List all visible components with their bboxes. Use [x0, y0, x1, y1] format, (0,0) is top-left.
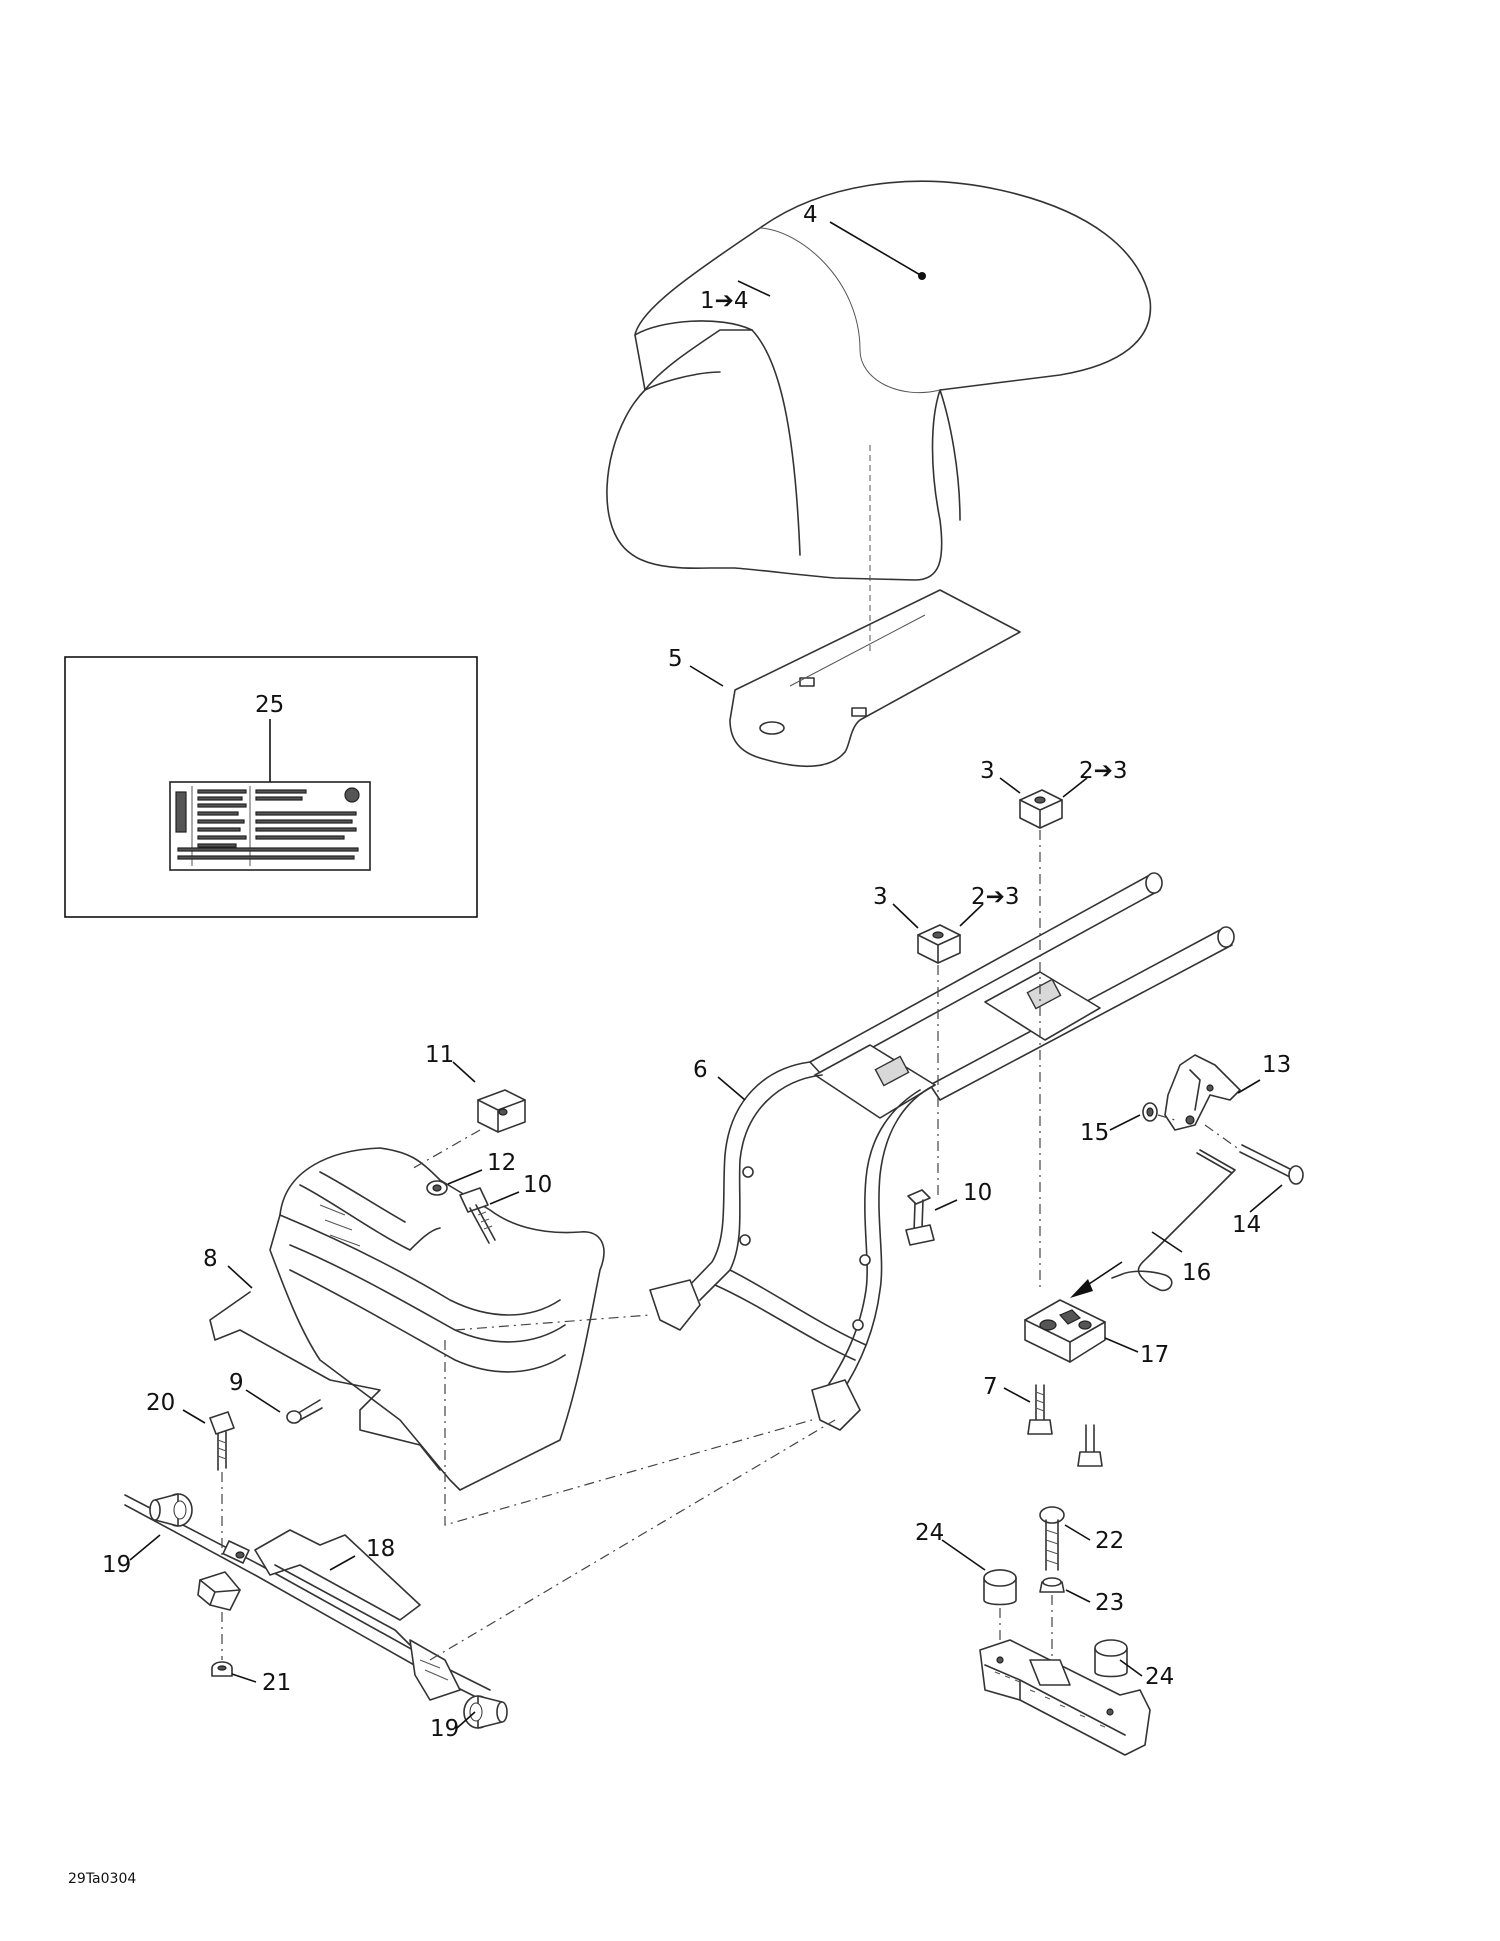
bushing-part-19-left[interactable]: [149, 1493, 193, 1527]
bolt-part-20[interactable]: [209, 1411, 235, 1471]
callout-23: 23: [1095, 1590, 1124, 1616]
callout-20: 20: [146, 1390, 175, 1416]
mount-bracket[interactable]: [197, 1571, 241, 1611]
clip-nut-part-3-top[interactable]: [1019, 789, 1063, 829]
callout-5: 5: [668, 646, 683, 672]
bumper-guide: [409, 1129, 481, 1171]
latch-rod-part-16[interactable]: [1111, 1149, 1236, 1292]
callout-14: 14: [1232, 1212, 1261, 1238]
cowl-to-frame-guide-lower: [444, 1340, 813, 1526]
cowl-to-frame-guide-upper: [454, 1314, 651, 1331]
nut-part-21[interactable]: [211, 1661, 233, 1677]
rubber-bumper-part-11[interactable]: [477, 1089, 526, 1133]
rear-cowl-part-8[interactable]: [209, 1147, 605, 1491]
callout-15: 15: [1080, 1120, 1109, 1146]
bumper-support-bracket[interactable]: [979, 1639, 1151, 1756]
arrow-to-part-17: [1070, 1261, 1123, 1298]
cowl-hatch-detail: [319, 1204, 361, 1247]
callout-19-right: 19: [430, 1716, 459, 1742]
screw-part-7-b[interactable]: [1077, 1424, 1103, 1467]
callout-9: 9: [229, 1370, 244, 1396]
washer-part-12[interactable]: [426, 1180, 448, 1196]
decal-label-part-25[interactable]: [169, 781, 371, 871]
washer-part-15[interactable]: [1142, 1102, 1158, 1122]
screw-part-9[interactable]: [286, 1399, 323, 1424]
callout-10-left: 10: [523, 1172, 552, 1198]
callout-8: 8: [203, 1246, 218, 1272]
bolt-part-14[interactable]: [1239, 1144, 1304, 1185]
callout-10-right: 10: [963, 1180, 992, 1206]
callout-2-to-3-top: 2➔3: [1079, 758, 1128, 784]
screw-part-7-a[interactable]: [1027, 1384, 1053, 1435]
seat-frame-part-6[interactable]: [649, 872, 1235, 1431]
callout-17: 17: [1140, 1342, 1169, 1368]
callout-3-top: 3: [980, 758, 995, 784]
rear-support-part-18[interactable]: [124, 1494, 491, 1701]
rubber-stop-part-24-left[interactable]: [983, 1569, 1017, 1606]
callout-18: 18: [366, 1536, 395, 1562]
callout-24-right: 24: [1145, 1664, 1174, 1690]
callout-25: 25: [255, 692, 284, 718]
clip-nut-part-3-middle[interactable]: [917, 924, 961, 964]
callout-6: 6: [693, 1057, 708, 1083]
seat-part-4[interactable]: [606, 180, 1152, 581]
seat-base-plate-part-5[interactable]: [729, 589, 1021, 768]
nut-part-23[interactable]: [1039, 1577, 1065, 1593]
bolt-14-guide: [1204, 1124, 1241, 1151]
callout-22: 22: [1095, 1528, 1124, 1554]
callout-leaders: [129, 221, 1283, 1729]
latch-plate-part-17[interactable]: [1024, 1299, 1106, 1363]
callout-11: 11: [425, 1042, 454, 1068]
callout-3-middle: 3: [873, 884, 888, 910]
drawing-code: 29Ta0304: [68, 1871, 136, 1887]
label-inset-box: [64, 656, 478, 918]
callout-16: 16: [1182, 1260, 1211, 1286]
screw-part-10-right[interactable]: [905, 1189, 935, 1246]
bushing-part-19-right[interactable]: [463, 1695, 508, 1729]
rubber-stop-part-24-right[interactable]: [1094, 1639, 1128, 1678]
callout-4: 4: [803, 202, 818, 228]
callout-1-to-4: 1➔4: [700, 288, 749, 314]
seat-latch-part-13[interactable]: [1164, 1054, 1241, 1131]
callout-12: 12: [487, 1150, 516, 1176]
callout-13: 13: [1262, 1052, 1291, 1078]
screw-part-10-left[interactable]: [459, 1187, 496, 1244]
callout-19-left: 19: [102, 1552, 131, 1578]
bolt-part-22[interactable]: [1039, 1506, 1065, 1571]
washer-15-guide: [1157, 1114, 1176, 1121]
callout-24-left: 24: [915, 1520, 944, 1546]
callout-7: 7: [983, 1374, 998, 1400]
callout-2-to-3-middle: 2➔3: [971, 884, 1020, 910]
callout-21: 21: [262, 1670, 291, 1696]
support-to-frame-guide: [429, 1419, 836, 1661]
